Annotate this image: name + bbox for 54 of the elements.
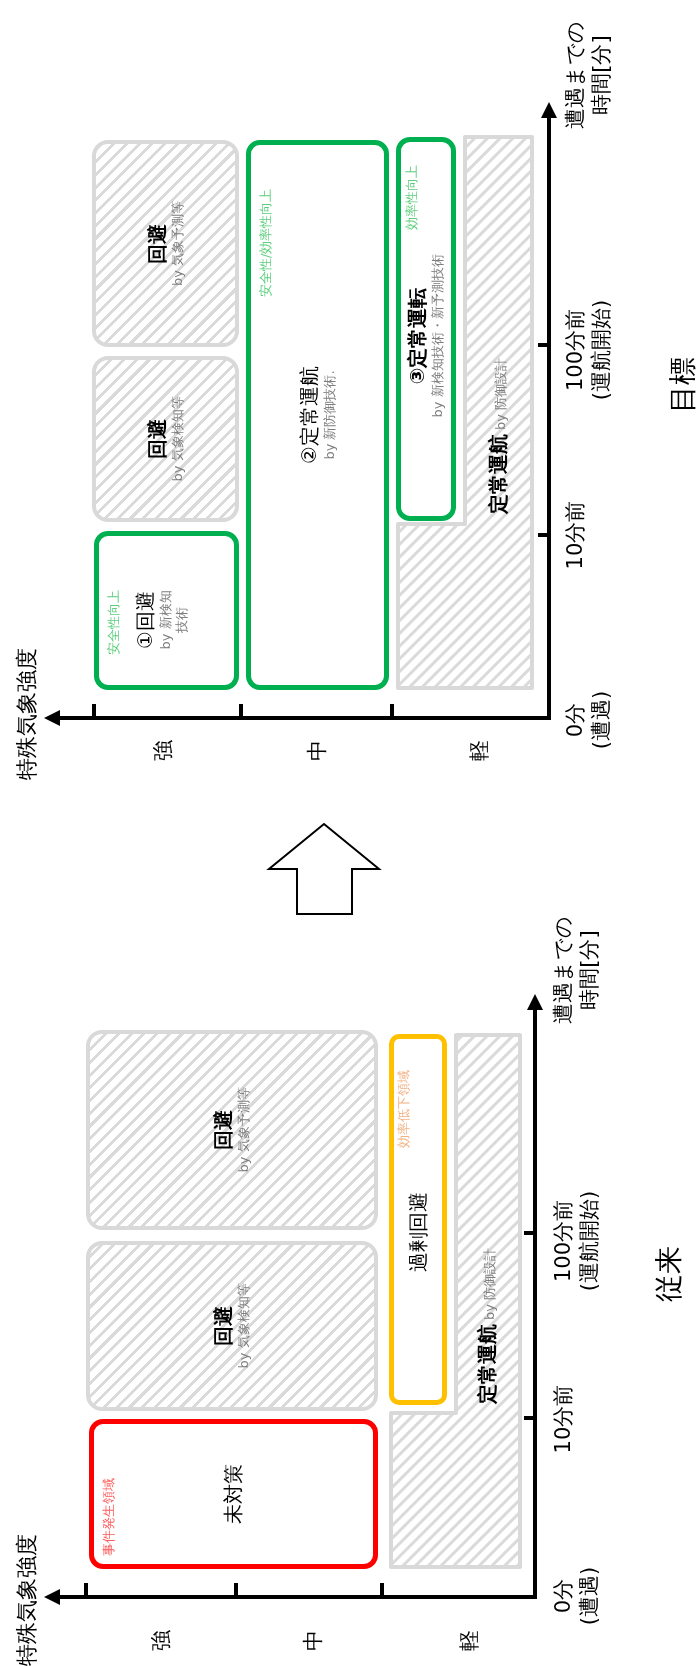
axis-title: 遭遇までの時間[分] bbox=[562, 20, 615, 131]
axis-tick-label: 10分前 bbox=[550, 1383, 576, 1456]
box-title: ①回避 bbox=[133, 591, 158, 649]
axis-tick-label: 中 bbox=[304, 738, 330, 763]
annotation-text: 事件発生領域 bbox=[102, 1478, 115, 1556]
hatched-region bbox=[396, 135, 534, 690]
axis-tick-label: 0分(遭遇) bbox=[550, 1565, 603, 1628]
box-subtitle: by 気象予測等 bbox=[236, 1087, 253, 1173]
hatched-region bbox=[389, 1033, 522, 1569]
box-subtitle: by 気象予測等 bbox=[169, 200, 186, 287]
axis-tick-label: 強 bbox=[150, 738, 176, 763]
annotation-text: 安全性向上 bbox=[107, 590, 120, 655]
annotation-text: 効率低下領域 bbox=[397, 1070, 410, 1148]
hatched-box bbox=[92, 140, 239, 347]
box-title: 定常運航 bbox=[486, 434, 511, 514]
box-title: ②定常運航 bbox=[296, 366, 322, 464]
hatched-box bbox=[86, 1241, 378, 1411]
box-subtitle: by 新防御技術. bbox=[321, 370, 338, 460]
chart-caption: 従来 bbox=[651, 1245, 686, 1304]
box-title: 過剰回避 bbox=[405, 1192, 431, 1272]
box-subtitle: by 新検知技術・新予測技術 bbox=[430, 254, 446, 418]
annotation-text: 安全性/効率性向上 bbox=[259, 188, 272, 297]
outlined-box bbox=[396, 137, 456, 521]
axis-tick-label: 中 bbox=[300, 1628, 326, 1653]
hatched-box bbox=[92, 356, 239, 522]
axis-tick-label: 軽 bbox=[456, 1628, 482, 1653]
axis-tick-label: 軽 bbox=[466, 738, 492, 763]
box-title: 回避 bbox=[144, 419, 170, 459]
box-subtitle: by 新検知技術 bbox=[158, 589, 191, 652]
box-subtitle: by 気象検知等 bbox=[169, 396, 186, 482]
axis-title: 遭遇までの時間[分] bbox=[550, 915, 603, 1026]
outlined-box bbox=[389, 1034, 447, 1405]
annotation-text: 効率性向上 bbox=[405, 165, 418, 230]
outlined-box bbox=[89, 1419, 378, 1569]
outlined-box bbox=[94, 531, 239, 690]
box-title: 未対策 bbox=[221, 1464, 246, 1524]
axis-tick-label: 10分前 bbox=[562, 499, 588, 572]
axis-title: 特殊気象強度 bbox=[13, 1533, 40, 1666]
box-subtitle: by 防御設計 bbox=[482, 1247, 498, 1320]
outlined-box bbox=[246, 140, 389, 690]
axis-tick-label: 0分(遭遇) bbox=[562, 689, 615, 752]
axis-tick-label: 100分前(運航開始) bbox=[562, 298, 615, 403]
axis-tick-label: 強 bbox=[148, 1628, 174, 1653]
box-subtitle: by 防御設計 bbox=[493, 357, 509, 430]
axis-tick-label: 100分前(運航開始) bbox=[550, 1189, 603, 1294]
box-subtitle: by 気象検知等 bbox=[236, 1283, 253, 1369]
box-title: 定常運航 bbox=[475, 1324, 500, 1404]
box-title: ③定常運転 bbox=[405, 287, 430, 385]
axis-title: 特殊気象強度 bbox=[13, 647, 40, 780]
box-title: 回避 bbox=[144, 223, 170, 264]
hatched-box bbox=[86, 1030, 378, 1230]
box-title: 回避 bbox=[211, 1110, 237, 1150]
box-title: 回避 bbox=[211, 1306, 237, 1346]
chart-caption: 目標 bbox=[665, 356, 700, 415]
